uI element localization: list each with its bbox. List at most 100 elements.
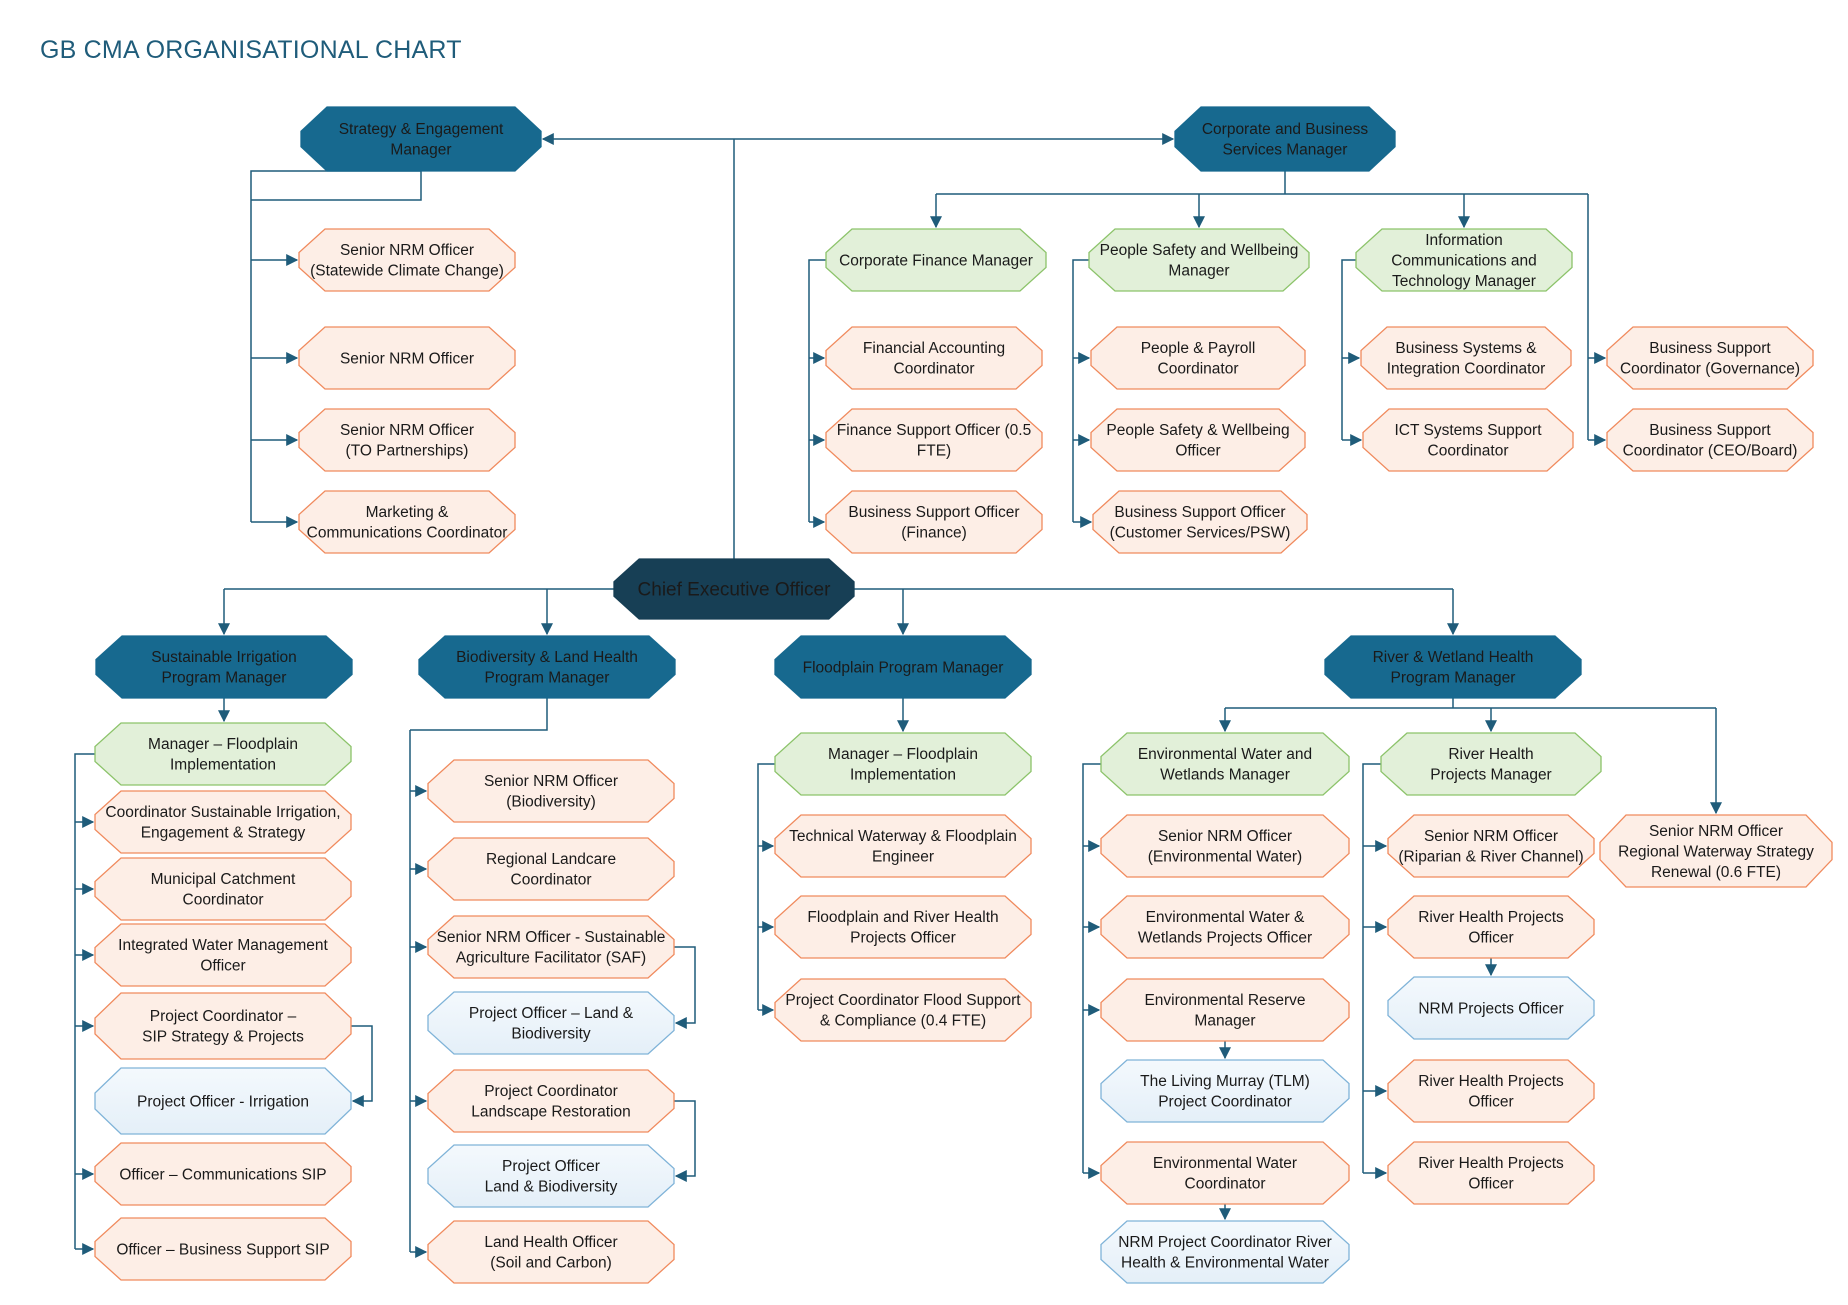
node-sne4: Marketing &Communications Coordinator: [298, 490, 516, 554]
node-shape: [94, 1142, 352, 1206]
node-shape: [1324, 635, 1582, 699]
node-label: Implementation: [170, 757, 276, 774]
connector: [410, 698, 548, 731]
node-label: Projects Officer: [850, 930, 956, 947]
node-shape: [1090, 326, 1306, 390]
node-shape: [613, 558, 855, 620]
node-label: Engagement & Strategy: [141, 825, 306, 842]
node-label: People & Payroll: [1141, 340, 1256, 357]
node-label: Program Manager: [162, 670, 287, 687]
node-shape: [1380, 732, 1602, 796]
node-label: Manager: [1168, 263, 1229, 280]
node-label: Project Officer – Land &: [469, 1005, 634, 1022]
node-label: Project Coordinator –: [150, 1008, 297, 1025]
node-shape: [1100, 895, 1350, 959]
node-shape: [1360, 326, 1572, 390]
node-shape: [1088, 228, 1310, 292]
node-label: Coordinator (Governance): [1620, 361, 1800, 378]
node-label: Senior NRM Officer: [340, 422, 474, 439]
node-shape: [1092, 490, 1308, 554]
node-label: Projects Manager: [1430, 767, 1551, 784]
node-label: Renewal (0.6 FTE): [1651, 864, 1781, 881]
node-label: Senior NRM Officer: [484, 773, 618, 790]
node-label: Environmental Water &: [1146, 909, 1305, 926]
node-shape: [298, 408, 516, 472]
node-label: Business Support Officer: [848, 504, 1019, 521]
node-shape: [1100, 1059, 1350, 1123]
node-label: Health & Environmental Water: [1121, 1255, 1329, 1272]
node-ceo: Chief Executive Officer: [613, 558, 855, 620]
node-label: Manager: [390, 142, 451, 159]
node-label: The Living Murray (TLM): [1140, 1073, 1310, 1090]
node-label: Senior NRM Officer: [1424, 828, 1558, 845]
connector: [341, 1025, 373, 1107]
node-label: ICT Systems Support: [1394, 422, 1542, 439]
node-label: Environmental Water: [1153, 1155, 1297, 1172]
node-shape: [427, 1220, 675, 1284]
node-shape: [1606, 408, 1814, 472]
node-label: Floodplain and River Health: [807, 909, 998, 926]
node-shape: [427, 759, 675, 823]
node-tlm: The Living Murray (TLM)Project Coordinat…: [1100, 1059, 1350, 1123]
node-poi: Project Officer - Irrigation: [94, 1067, 352, 1135]
connector: [1082, 763, 1107, 1173]
node-label: Manager – Floodplain: [828, 746, 978, 763]
node-shape: [825, 228, 1047, 292]
node-label: Marketing &: [366, 504, 449, 521]
node-shape: [774, 732, 1032, 796]
node-label: Officer – Communications SIP: [119, 1166, 326, 1183]
node-label: Engineer: [872, 849, 934, 866]
node-shape: [1599, 814, 1833, 888]
node-pcfs: Project Coordinator Flood Support& Compl…: [774, 978, 1032, 1042]
node-shape: [1100, 732, 1350, 796]
node-shape: [1387, 895, 1595, 959]
node-shape: [300, 106, 542, 172]
node-shape: [1387, 1141, 1595, 1205]
node-shape: [825, 408, 1043, 472]
node-label: Integration Coordinator: [1387, 361, 1546, 378]
node-shape: [774, 978, 1032, 1042]
node-cfm: Corporate Finance Manager: [825, 228, 1047, 292]
node-shape: [1387, 814, 1595, 878]
node-saf: Senior NRM Officer - SustainableAgricult…: [427, 915, 675, 979]
node-label: SIP Strategy & Projects: [142, 1029, 304, 1046]
node-label: NRM Project Coordinator River: [1118, 1234, 1332, 1251]
connector-lines: [74, 133, 1722, 1258]
connector: [668, 946, 696, 1029]
node-label: Corporate Finance Manager: [839, 252, 1033, 269]
node-label: Communications and: [1391, 252, 1537, 269]
node-label: (Soil and Carbon): [490, 1255, 611, 1272]
node-label: Senior NRM Officer - Sustainable: [437, 929, 666, 946]
node-shape: [1174, 106, 1396, 172]
node-shape: [298, 490, 516, 554]
node-nrmpo: NRM Projects Officer: [1387, 976, 1595, 1040]
node-label: Environmental Reserve: [1144, 992, 1305, 1009]
node-label: Coordinator: [511, 872, 592, 889]
node-label: NRM Projects Officer: [1418, 1000, 1563, 1017]
node-label: Program Manager: [485, 670, 610, 687]
node-shape: [95, 635, 353, 699]
node-label: Sustainable Irrigation: [151, 649, 297, 666]
node-label: Environmental Water and: [1138, 746, 1312, 763]
node-label: People Safety and Wellbeing: [1100, 242, 1299, 259]
node-label: Information: [1425, 232, 1503, 249]
node-snew: Senior NRM Officer(Environmental Water): [1100, 814, 1350, 878]
